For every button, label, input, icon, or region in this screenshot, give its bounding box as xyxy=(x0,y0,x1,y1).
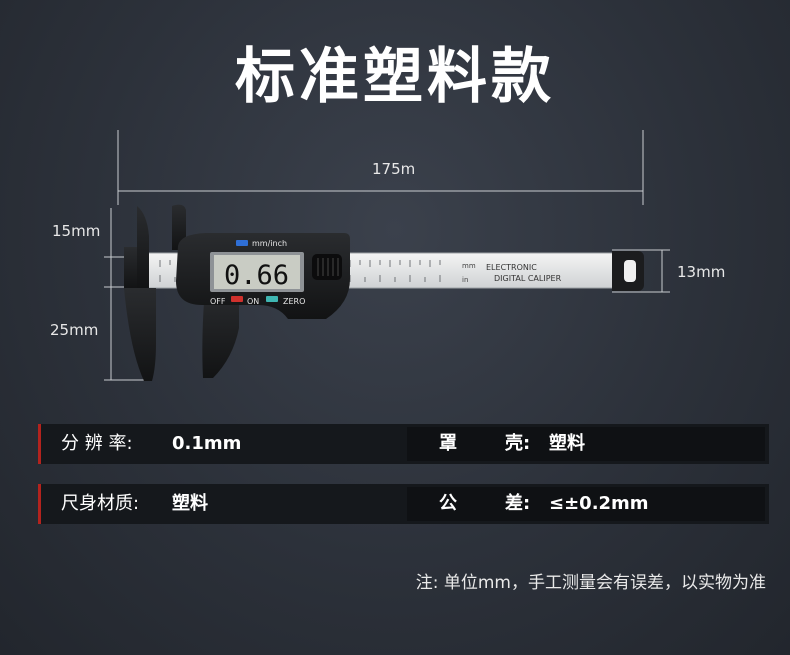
length-dimension-label: 175m xyxy=(372,160,416,178)
end-cap-hole xyxy=(624,260,636,282)
sliding-lower-jaw xyxy=(202,288,239,378)
beam-height-dimension-label: 13mm xyxy=(677,263,726,281)
zero-button xyxy=(266,296,278,302)
disclaimer-note: 注: 单位mm，手工测量会有误差，以实物为准 xyxy=(415,573,766,593)
housing-label-2: 壳: xyxy=(505,433,531,454)
beam-unit-mm: mm xyxy=(462,262,476,270)
beam-label-line2: DIGITAL CALIPER xyxy=(494,274,562,283)
resolution-value: 0.1mm xyxy=(172,433,242,454)
upper-jaw-dimension-label: 15mm xyxy=(52,222,101,240)
beam-unit-in: in xyxy=(462,276,468,284)
zero-label: ZERO xyxy=(283,297,305,306)
digital-caliper-illustration: mm in ELECTRONIC DIGITAL CALIPER mm/inch… xyxy=(104,130,670,381)
beam-label-line1: ELECTRONIC xyxy=(486,263,537,272)
mode-button xyxy=(236,240,248,246)
spec-right-panel xyxy=(407,487,765,521)
off-label: OFF xyxy=(210,297,226,306)
housing-value: 塑料 xyxy=(549,433,585,454)
tolerance-value: ≤±0.2mm xyxy=(549,493,649,514)
off-button xyxy=(231,296,243,302)
spec-row-resolution: 分 辨 率: 0.1mm 罩 壳: 塑料 xyxy=(38,424,769,464)
fixed-upper-jaw xyxy=(137,206,149,288)
spec-right-panel xyxy=(407,427,765,461)
lcd-reading: 0.66 xyxy=(224,260,289,291)
beam-material-label: 尺身材质: xyxy=(61,493,140,514)
tolerance-label-2: 差: xyxy=(505,493,531,514)
thumb-roller-grip xyxy=(317,258,339,276)
housing-label-1: 罩 xyxy=(439,433,457,454)
on-label: ON xyxy=(247,297,259,306)
thumb-roller xyxy=(312,254,342,280)
page-title: 标准塑料款 xyxy=(235,42,555,112)
lower-jaw-dimension-label: 25mm xyxy=(50,321,99,339)
resolution-label: 分 辨 率: xyxy=(61,433,133,454)
beam-material-value: 塑料 xyxy=(172,493,208,514)
lcd-screen xyxy=(214,255,300,289)
mode-button-label: mm/inch xyxy=(252,239,287,248)
tolerance-label-1: 公 xyxy=(439,493,457,514)
spec-row-material: 尺身材质: 塑料 公 差: ≤±0.2mm xyxy=(38,484,769,524)
sliding-upper-jaw xyxy=(172,204,186,250)
fixed-lower-jaw xyxy=(124,288,156,381)
